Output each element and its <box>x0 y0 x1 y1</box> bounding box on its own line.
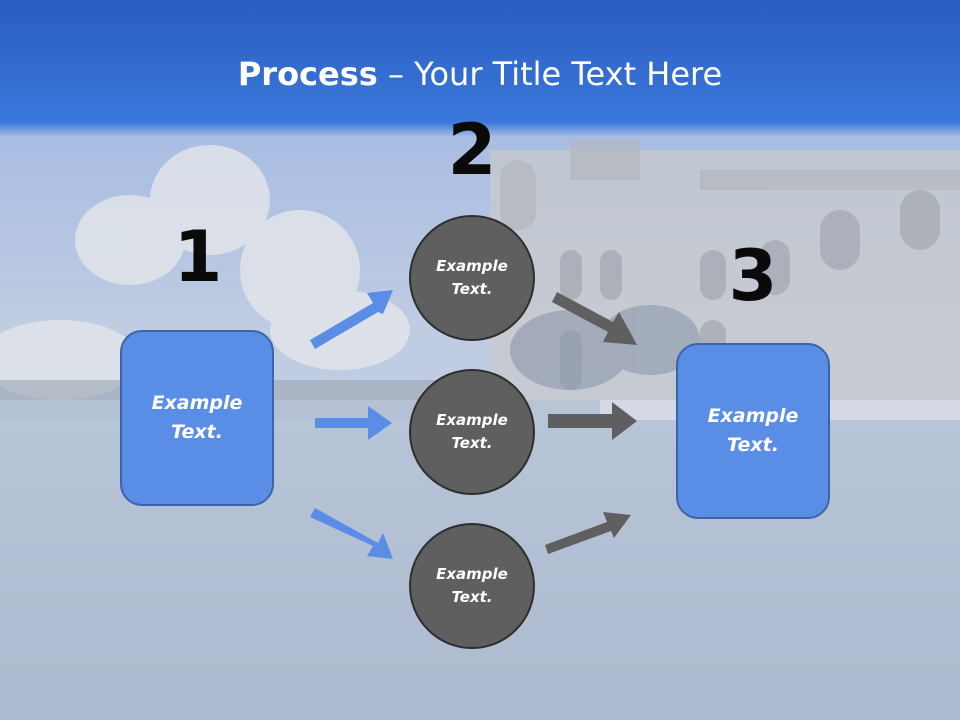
arrow-blue-down <box>310 508 393 559</box>
step-3-box: Example Text. <box>676 343 830 519</box>
arrow-gray-up <box>545 512 631 554</box>
slide-title: Process – Your Title Text Here <box>0 52 960 96</box>
title-bold: Process <box>237 55 378 93</box>
arrow-gray-down <box>552 292 637 345</box>
step-number-3: 3 <box>728 235 778 317</box>
step-2-circle-top: Example Text. <box>409 215 535 341</box>
arrow-blue-right <box>315 406 392 440</box>
step-number-1: 1 <box>173 216 223 298</box>
step-1-box: Example Text. <box>120 330 274 506</box>
arrow-blue-up <box>310 290 393 349</box>
title-rest: – Your Title Text Here <box>377 55 723 93</box>
step-2-circle-middle: Example Text. <box>409 369 535 495</box>
step-number-2: 2 <box>447 109 497 191</box>
step-2-circle-bottom: Example Text. <box>409 523 535 649</box>
arrow-gray-right <box>548 402 637 440</box>
